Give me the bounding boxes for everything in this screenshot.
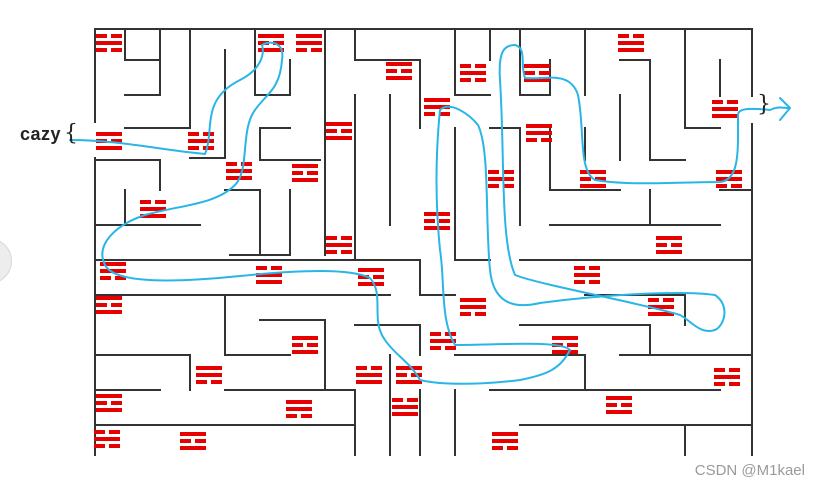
bottom-band [0,456,815,487]
exit-brace: } [757,92,771,117]
trigram-mark [488,170,514,188]
maze-wall [519,28,551,96]
trigram-mark [524,64,550,82]
trigram-mark [100,262,126,280]
trigram-mark [286,400,312,418]
trigram-mark [574,266,600,284]
trigram-mark [96,394,122,412]
entry-brace: { [64,121,78,146]
maze-wall [354,28,421,129]
maze-wall [124,28,161,96]
maze-wall [224,294,291,356]
trigram-mark [526,124,552,142]
trigram-mark [358,268,384,286]
trigram-mark [712,100,738,118]
maze-wall [124,28,191,129]
maze-wall [549,127,621,191]
trigram-mark [656,236,682,254]
trigram-mark [326,236,352,254]
maze-wall [189,49,226,159]
trigram-mark [460,298,486,316]
maze-wall [224,189,261,256]
maze-wall [259,319,326,391]
trigram-mark [296,34,322,52]
maze-wall [519,324,651,356]
trigram-mark [292,164,318,182]
trigram-mark [258,34,284,52]
maze-wall [684,28,721,129]
maze-wall [254,28,291,96]
maze-wall [94,354,191,391]
maze-walls [94,28,753,457]
trigram-mark [492,432,518,450]
maze-wall [454,127,491,261]
maze-wall [354,324,421,356]
trigram-mark [714,368,740,386]
exit-arrow-icon [779,97,791,121]
trigram-mark [196,366,222,384]
maze-wall [124,28,161,61]
trigram-mark [580,170,606,188]
trigram-mark [356,366,382,384]
trigram-mark [180,432,206,450]
trigram-mark [648,298,674,316]
trigram-mark [606,396,632,414]
trigram-mark [460,64,486,82]
maze-wall [619,59,686,161]
trigram-mark [326,122,352,140]
solution-path [69,41,791,385]
maze-wall [229,189,291,256]
trigram-mark [188,132,214,150]
maze-wall [454,28,491,96]
trigram-marks [94,34,742,450]
maze-wall [454,354,586,391]
watermark: CSDN @M1kael [694,462,805,479]
trigram-mark [618,34,644,52]
maze-wall [419,259,456,296]
entry-label: cazy [20,124,62,144]
trigram-mark [424,98,450,116]
trigram-mark [386,62,412,80]
maze-wall [489,127,521,226]
trigram-mark [392,398,418,416]
maze-wall [259,127,321,161]
trigram-mark [96,34,122,52]
maze-wall [649,189,721,226]
maze-wall [94,159,161,191]
trigram-mark [256,266,282,284]
trigram-mark [96,296,122,314]
trigram-mark [396,366,422,384]
solution-path-line [69,41,791,385]
trigram-mark [94,430,120,448]
trigram-mark [292,336,318,354]
trigram-mark [140,200,166,218]
maze-wall [224,389,356,457]
